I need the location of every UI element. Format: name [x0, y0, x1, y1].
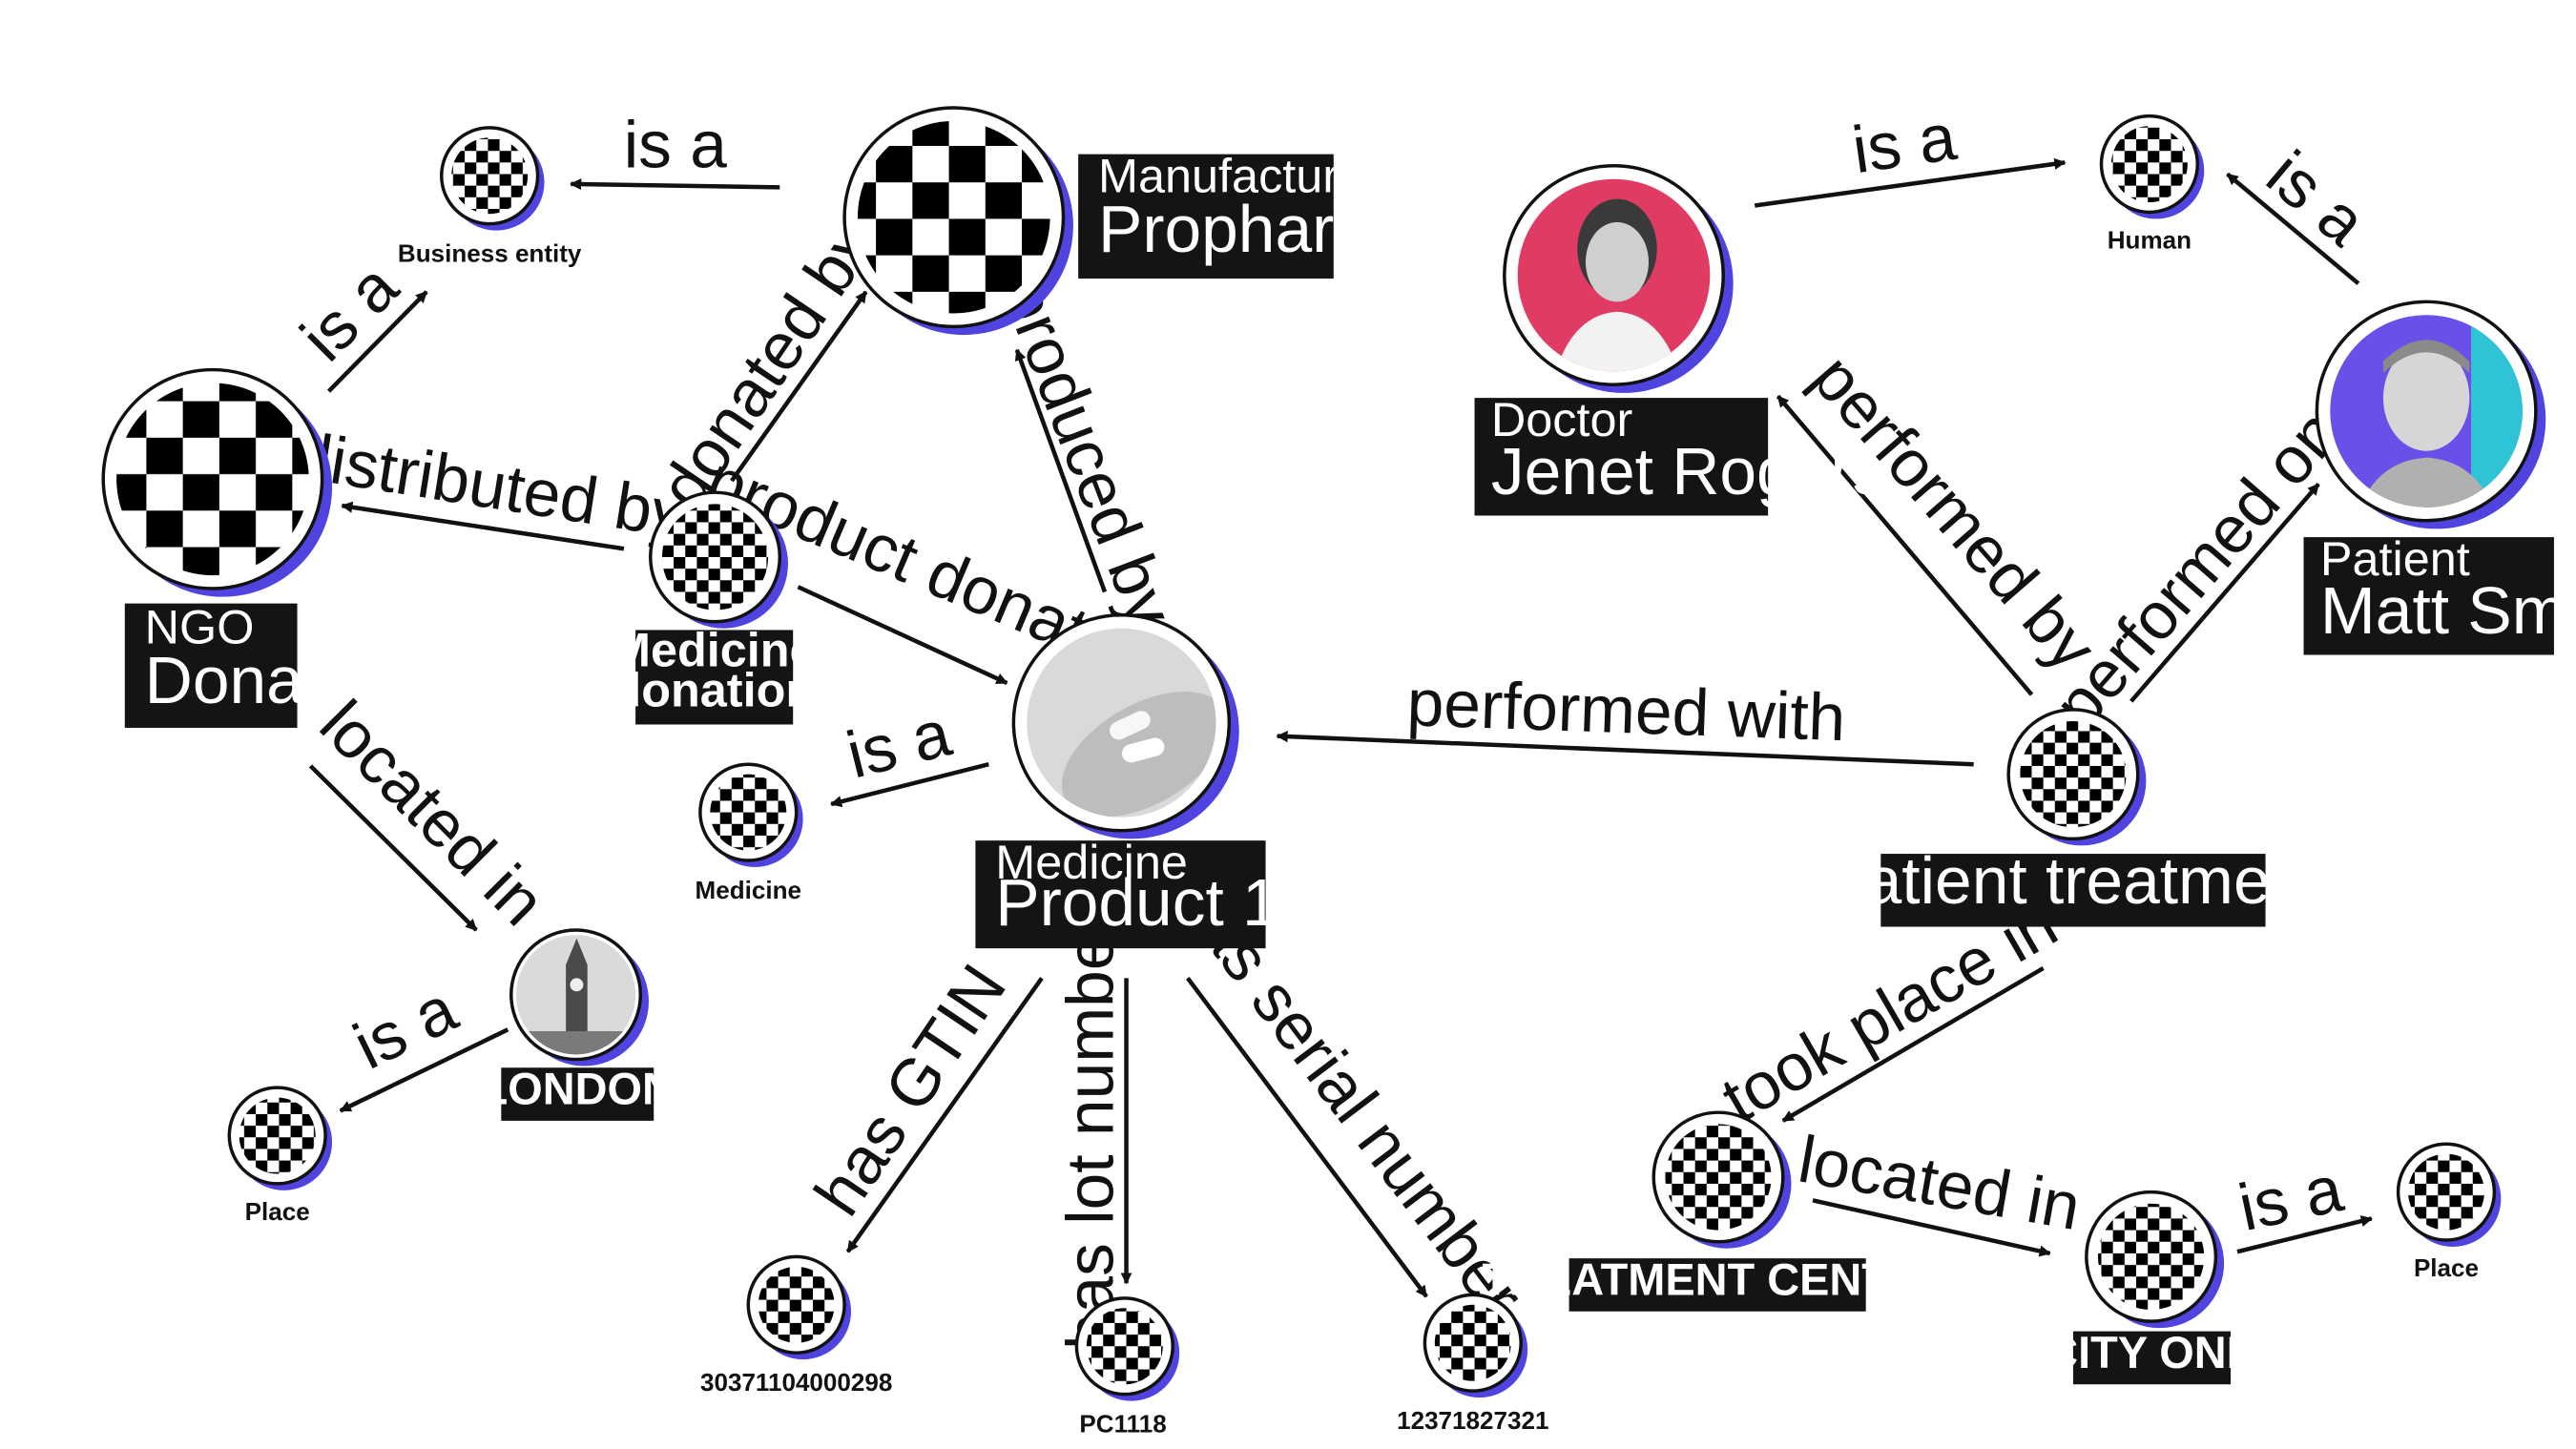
edge-doctor-is-a: is a	[1754, 99, 2067, 208]
node-name: Donair	[145, 643, 341, 717]
edge-manufacturer-is-a: is a	[570, 108, 780, 191]
node-label: Human	[2108, 226, 2192, 255]
ngo-label-box	[124, 603, 298, 728]
node-place-left[interactable]: Place	[227, 1086, 333, 1226]
edge-label: is a	[343, 971, 468, 1084]
checkerboard-icon	[2110, 126, 2188, 203]
edge-label: is a	[624, 108, 728, 182]
product-label-box	[975, 840, 1266, 949]
edge-located-in-london: located in	[306, 686, 560, 940]
edge-label: is a	[2233, 1150, 2349, 1245]
edge-label: performed by	[1798, 341, 2111, 684]
node-human[interactable]: Human	[2099, 114, 2205, 255]
checkerboard-icon	[2408, 1153, 2484, 1231]
treatment-label-box	[1880, 854, 2266, 927]
node-city[interactable]: CITY ONE	[2046, 1190, 2256, 1385]
treatment-center-label-box	[1568, 1258, 1866, 1312]
node-label: Place	[245, 1197, 310, 1226]
node-name: Patient treatment	[1820, 843, 2325, 918]
node-medicine-donation[interactable]: Medicine donation	[611, 490, 817, 725]
node-name: LONDON	[481, 1064, 675, 1113]
edge-has-lot-number: has lot number	[1053, 911, 1132, 1350]
edge-city-is-a: is a	[2233, 1150, 2373, 1254]
node-label-line2: donation	[612, 662, 815, 716]
pills-in-hand-photo	[1027, 628, 1216, 818]
node-gtin[interactable]: 30371104000298	[700, 1254, 892, 1397]
doctor-photo	[1517, 178, 1711, 372]
node-product[interactable]: Medicine Product 1000	[975, 613, 1390, 949]
edge-has-gtin: has GTIN	[800, 951, 1044, 1253]
node-place-right[interactable]: Place	[2396, 1142, 2502, 1282]
edge-performed-by: performed by	[1776, 341, 2111, 696]
patient-label-box	[2303, 537, 2554, 655]
node-serial[interactable]: 12371827321	[1397, 1293, 1548, 1435]
node-label: Medicine	[696, 876, 801, 904]
nodes: Business entity Manufacturer Propharma N…	[101, 106, 2576, 1439]
node-name: Matt Smith	[2320, 573, 2576, 648]
node-lot[interactable]: PC1118	[1074, 1296, 1180, 1439]
edge-label: performed with	[1405, 665, 1846, 755]
checkerboard-icon	[451, 137, 529, 215]
edge-label: has GTIN	[800, 951, 1020, 1228]
city-label-box	[2072, 1331, 2232, 1385]
edge-medicine-is-a: is a	[830, 695, 989, 808]
edge-ngo-is-a: is a	[286, 249, 428, 393]
edge-patient-is-a: is a	[2226, 136, 2380, 285]
node-medicine-class[interactable]: Medicine	[696, 762, 803, 904]
node-label-line1: Medicine	[611, 623, 817, 677]
node-name: TREATMENT CENTER	[1482, 1254, 1951, 1304]
node-type: NGO	[145, 599, 255, 653]
node-treatment-center[interactable]: TREATMENT CENTER	[1482, 1110, 1951, 1312]
edge-label: located in	[1794, 1122, 2087, 1244]
edge-label: is a	[1848, 99, 1961, 187]
node-label: Business entity	[398, 239, 582, 268]
edge-label: located in	[306, 686, 560, 940]
node-name: Product 1000	[995, 865, 1389, 940]
edge-label: is a	[2254, 136, 2380, 259]
node-label: PC1118	[1079, 1410, 1166, 1439]
london-label-box	[501, 1067, 654, 1121]
node-label: 12371827321	[1397, 1406, 1548, 1435]
doctor-label-box	[1474, 398, 1769, 516]
node-name: CITY ONE	[2046, 1328, 2256, 1377]
edge-label: distributed by	[289, 417, 691, 552]
edge-tc-located-in: located in	[1794, 1122, 2087, 1257]
node-patient[interactable]: Patient Matt Smith	[2303, 300, 2576, 655]
edge-performed-with: performed with	[1276, 665, 1974, 767]
checkerboard-icon	[239, 1097, 316, 1174]
node-patient-treatment[interactable]: Patient treatment	[1820, 708, 2326, 927]
node-ngo[interactable]: NGO Donair	[101, 367, 341, 728]
checkerboard-icon	[1086, 1308, 1163, 1385]
node-type: Medicine	[995, 835, 1188, 889]
node-name: Jenet Rogers	[1491, 434, 1885, 508]
edge-distributed-by: distributed by	[289, 417, 691, 552]
node-type: Manufacturer	[1098, 149, 1381, 203]
checkerboard-icon	[710, 774, 787, 851]
node-manufacturer[interactable]: Manufacturer Propharma	[842, 106, 1426, 336]
checkerboard-icon	[1434, 1304, 1511, 1381]
edge-label: has lot number	[1053, 911, 1128, 1350]
donation-label-box	[635, 630, 794, 725]
node-label: 30371104000298	[700, 1368, 892, 1397]
node-type: Doctor	[1491, 392, 1632, 446]
checkerboard-icon	[857, 120, 1050, 314]
checkerboard-icon	[1665, 1124, 1772, 1231]
edge-label: is a	[286, 249, 412, 375]
checkerboard-icon	[2020, 721, 2127, 828]
checkerboard-icon	[758, 1266, 835, 1343]
node-doctor[interactable]: Doctor Jenet Rogers	[1474, 164, 1886, 516]
checkerboard-icon	[2098, 1203, 2205, 1311]
node-london[interactable]: LONDON	[481, 928, 675, 1121]
node-business-entity[interactable]: Business entity	[398, 126, 582, 268]
checkerboard-icon	[116, 383, 309, 576]
node-type: Patient	[2320, 531, 2470, 586]
node-name: Propharma	[1098, 192, 1426, 266]
checkerboard-icon	[661, 504, 769, 611]
manufacturer-label-box	[1078, 154, 1334, 279]
patient-photo	[2330, 315, 2523, 507]
node-label: Place	[2414, 1253, 2479, 1282]
